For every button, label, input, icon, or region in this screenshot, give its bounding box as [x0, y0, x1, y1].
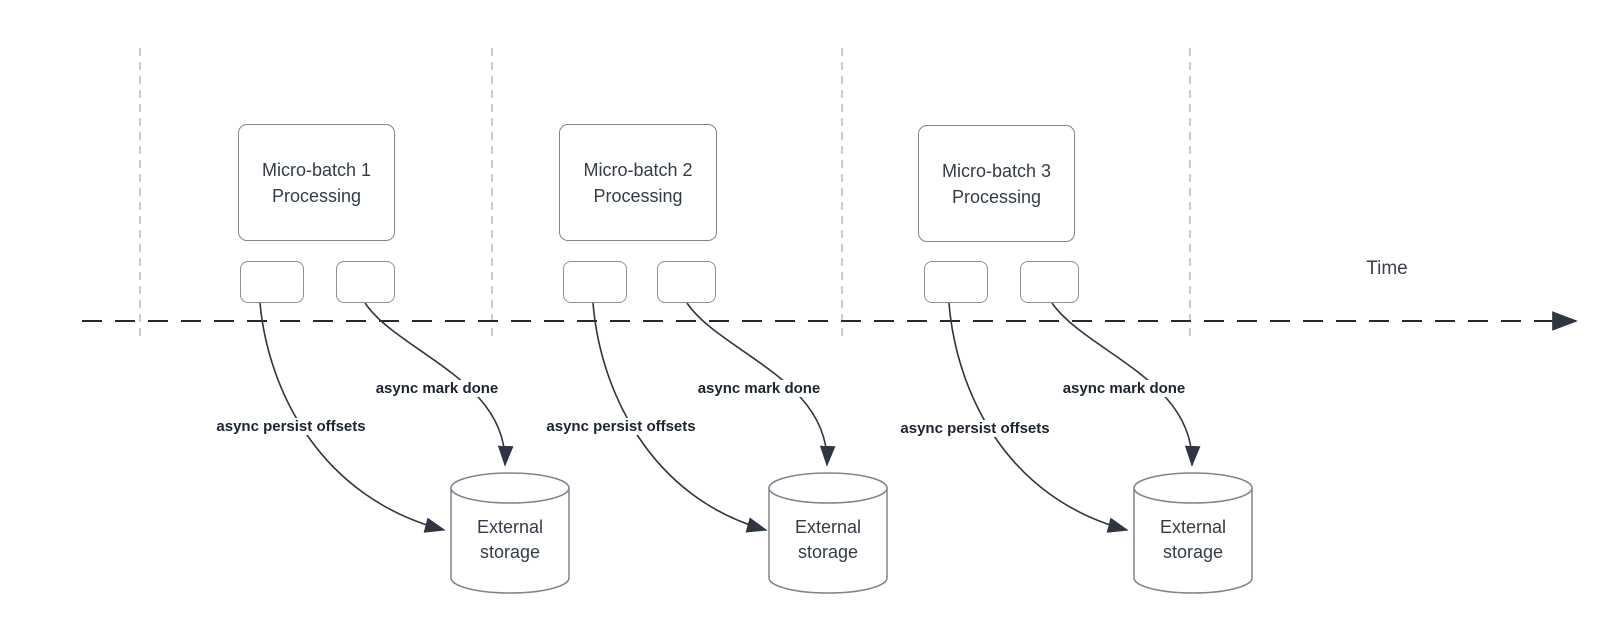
time-guide-lines: [139, 48, 1191, 337]
persist-offsets-task-box-3: [924, 261, 988, 303]
mark-done-arrow-2: [686, 302, 836, 467]
async-connectors: [259, 302, 1201, 533]
micro-batch-1-box: Micro-batch 1 Processing: [238, 124, 395, 241]
external-storage-cylinder-2: [768, 472, 888, 594]
mark-done-label-1: async mark done: [372, 380, 502, 397]
persist-offsets-arrow-3: [948, 302, 1129, 533]
mark-done-label-3: async mark done: [1059, 380, 1189, 397]
storage-cylinders: [450, 472, 1253, 594]
persist-offsets-label-2: async persist offsets: [543, 418, 699, 435]
persist-offsets-label-1: async persist offsets: [213, 418, 369, 435]
micro-batch-2-box: Micro-batch 2 Processing: [559, 124, 717, 241]
persist-offsets-task-box-2: [563, 261, 627, 303]
persist-offsets-arrow-1: [259, 302, 446, 533]
persist-offsets-label-3: async persist offsets: [897, 420, 1053, 437]
micro-batch-3-label: Micro-batch 3 Processing: [941, 160, 1052, 207]
micro-batch-3-box: Micro-batch 3 Processing: [918, 125, 1075, 242]
mark-done-label-2: async mark done: [694, 380, 824, 397]
external-storage-label-3: External storage: [1159, 517, 1227, 562]
external-storage-cylinder-3: [1133, 472, 1253, 594]
persist-offsets-task-box-1: [240, 261, 304, 303]
mark-done-arrow-1: [364, 302, 514, 467]
mark-done-task-box-3: [1020, 261, 1079, 303]
time-axis-label: Time: [1366, 258, 1408, 279]
micro-batch-2-label: Micro-batch 2 Processing: [583, 159, 693, 206]
external-storage-cylinder-1: [450, 472, 570, 594]
persist-offsets-arrow-2: [592, 302, 768, 533]
mark-done-arrow-3: [1051, 302, 1201, 467]
micro-batch-1-label: Micro-batch 1 Processing: [261, 159, 372, 206]
mark-done-task-box-1: [336, 261, 395, 303]
external-storage-label-1: External storage: [476, 517, 544, 562]
external-storage-label-2: External storage: [794, 517, 862, 562]
mark-done-task-box-2: [657, 261, 716, 303]
